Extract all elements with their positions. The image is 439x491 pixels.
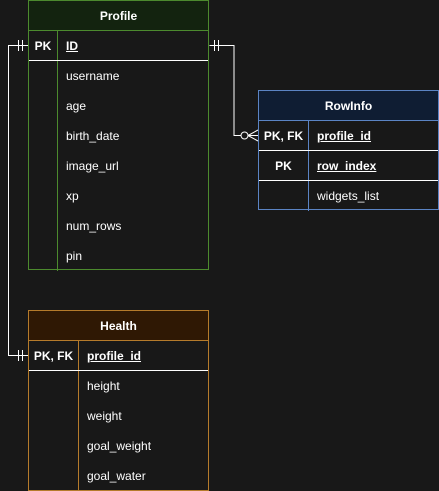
health-row-goal-weight: goal_weight xyxy=(29,431,208,461)
profile-row-num-rows: num_rows xyxy=(29,211,208,241)
profile-row-key: PK xyxy=(29,31,58,60)
rowinfo-row-field: profile_id xyxy=(317,128,372,143)
profile-row-field: ID xyxy=(66,38,78,53)
health-row-field: goal_water xyxy=(87,469,146,483)
profile-entity[interactable]: Profile PK ID username age birth_date im… xyxy=(28,0,209,271)
profile-row-key xyxy=(29,121,58,151)
profile-row-key xyxy=(29,211,58,241)
health-row-key xyxy=(29,371,79,401)
health-row-field: height xyxy=(87,379,120,393)
connector-profile-health xyxy=(8,40,28,361)
health-row-height: height xyxy=(29,371,208,401)
profile-row-id: PK ID xyxy=(29,31,208,61)
health-row-key xyxy=(29,431,79,461)
health-entity[interactable]: Health PK, FK profile_id height weight g… xyxy=(28,310,209,491)
profile-row-field: age xyxy=(66,99,87,113)
health-row-field: goal_weight xyxy=(87,439,152,453)
health-row-goal-water: goal_water xyxy=(29,461,208,491)
rowinfo-row-key xyxy=(259,181,309,211)
rowinfo-row-profile-id: PK, FK profile_id xyxy=(259,121,438,151)
rowinfo-row-key: PK, FK xyxy=(259,121,309,150)
profile-row-birth-date: birth_date xyxy=(29,121,208,151)
health-row-key xyxy=(29,401,79,431)
health-row-key: PK, FK xyxy=(29,341,79,370)
profile-row-field: num_rows xyxy=(66,219,122,233)
profile-row-field: xp xyxy=(66,189,79,203)
rowinfo-row-key: PK xyxy=(259,151,309,180)
profile-row-key xyxy=(29,91,58,121)
rowinfo-row-field: row_index xyxy=(317,158,377,173)
profile-entity-title: Profile xyxy=(29,1,208,31)
profile-row-field: pin xyxy=(66,249,83,263)
profile-row-key xyxy=(29,61,58,91)
health-row-profile-id: PK, FK profile_id xyxy=(29,341,208,371)
profile-row-xp: xp xyxy=(29,181,208,211)
profile-row-pin: pin xyxy=(29,241,208,271)
profile-row-username: username xyxy=(29,61,208,91)
rowinfo-entity[interactable]: RowInfo PK, FK profile_id PK row_index w… xyxy=(258,90,439,211)
rowinfo-row-field: widgets_list xyxy=(317,189,380,203)
profile-row-field: birth_date xyxy=(66,129,120,143)
connector-profile-rowinfo xyxy=(209,40,259,142)
profile-row-age: age xyxy=(29,91,208,121)
rowinfo-entity-title: RowInfo xyxy=(259,91,438,121)
profile-row-image-url: image_url xyxy=(29,151,208,181)
profile-row-key xyxy=(29,151,58,181)
health-entity-title: Health xyxy=(29,311,208,341)
profile-row-field: username xyxy=(66,69,120,83)
health-row-field: weight xyxy=(87,409,122,423)
health-row-field: profile_id xyxy=(87,348,142,363)
health-row-key xyxy=(29,461,79,491)
rowinfo-row-row-index: PK row_index xyxy=(259,151,438,181)
profile-row-key xyxy=(29,241,58,271)
health-row-weight: weight xyxy=(29,401,208,431)
profile-row-field: image_url xyxy=(66,159,119,173)
rowinfo-row-widgets-list: widgets_list xyxy=(259,181,438,211)
profile-row-key xyxy=(29,181,58,211)
